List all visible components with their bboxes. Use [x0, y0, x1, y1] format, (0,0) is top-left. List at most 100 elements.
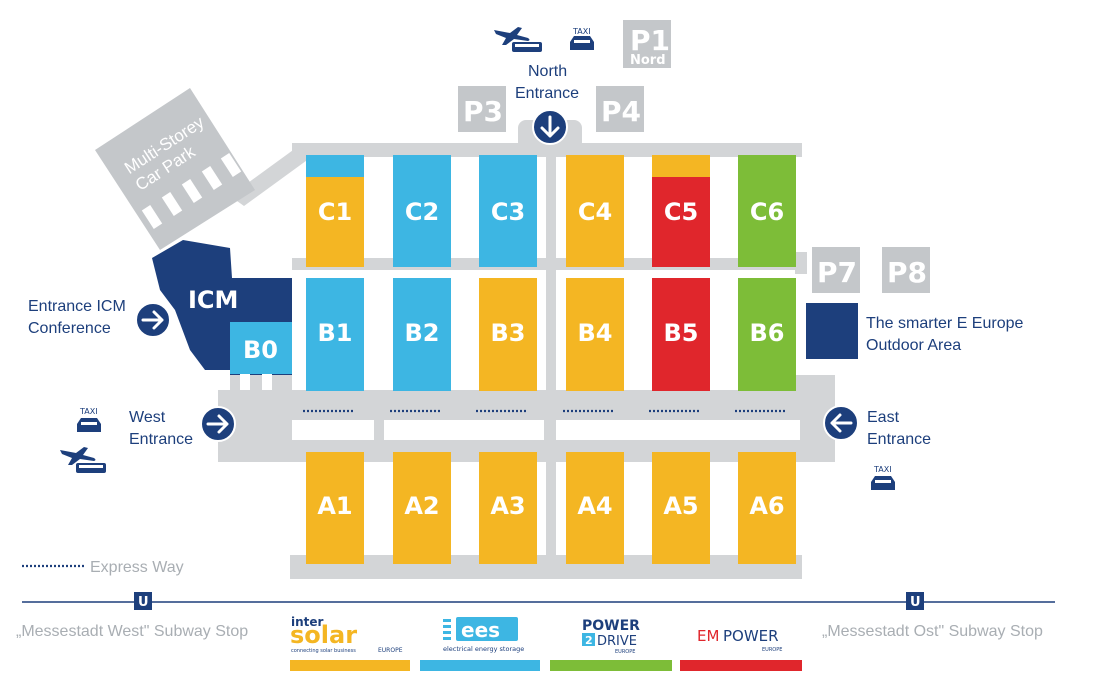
hall-B1[interactable]: B1: [306, 278, 364, 391]
parking-P7[interactable]: P7: [812, 247, 860, 293]
east-taxi-icon: TAXI: [871, 465, 895, 490]
outdoor-label-2: Outdoor Area: [866, 337, 961, 354]
hall-A2-block: [393, 452, 451, 564]
intersolar-bar: [290, 660, 410, 671]
svg-text:connecting solar business: connecting solar business: [291, 648, 356, 654]
hall-C2[interactable]: C2: [393, 155, 451, 267]
svg-text:Nord: Nord: [630, 53, 666, 68]
subway-east-label: „Messestadt Ost" Subway Stop: [822, 623, 1043, 640]
hall-C2-block: [393, 155, 451, 267]
hall-B5[interactable]: B5: [652, 278, 710, 391]
hall-B2-block: [393, 278, 451, 391]
parking-P1[interactable]: P1 Nord: [623, 20, 671, 68]
svg-text:P4: P4: [601, 95, 641, 128]
car-park: Multi-Storey Car Park: [95, 88, 255, 250]
parking-P8[interactable]: P8: [882, 247, 930, 293]
svg-text:TAXI: TAXI: [79, 407, 98, 416]
subway-line: U U „Messestadt West" Subway Stop „Messe…: [16, 592, 1055, 640]
outdoor-area[interactable]: The smarter E Europe Outdoor Area: [806, 303, 1024, 359]
east-connector: [795, 252, 807, 274]
hall-A1[interactable]: A1: [306, 452, 364, 564]
concourse-strip: [556, 420, 800, 440]
power2drive-logo: POWER 2 DRIVE EUROPE: [550, 618, 672, 671]
hall-C1[interactable]: C1: [306, 155, 364, 267]
hall-A3-block: [479, 452, 537, 564]
svg-text:ees: ees: [461, 618, 500, 642]
north-entrance[interactable]: North Entrance: [515, 63, 579, 145]
subway-west-icon[interactable]: U: [134, 592, 152, 610]
hall-B5-label: B5: [664, 319, 699, 347]
hall-B6[interactable]: B6: [738, 278, 796, 391]
subway-west-label: „Messestadt West" Subway Stop: [16, 623, 248, 640]
west-entrance[interactable]: West Entrance: [129, 406, 236, 448]
hall-C1-label: C1: [318, 198, 352, 226]
hall-B5-block: [652, 278, 710, 391]
hall-A3[interactable]: A3: [479, 452, 537, 564]
west-entrance-label-1: West: [129, 409, 166, 426]
icm-entrance-label-1: Entrance ICM: [28, 298, 126, 315]
hall-C3-block: [479, 155, 537, 267]
hall-C6[interactable]: C6: [738, 155, 796, 267]
icm-entrance[interactable]: Entrance ICM Conference: [28, 298, 171, 338]
subway-east-icon[interactable]: U: [906, 592, 924, 610]
hall-B2[interactable]: B2: [393, 278, 451, 391]
b0-gap: [262, 374, 272, 390]
concourse-inner: [292, 420, 800, 440]
hall-A5[interactable]: A5: [652, 452, 710, 564]
concourse-strip: [384, 420, 544, 440]
svg-text:U: U: [910, 595, 921, 610]
hall-B4-block: [566, 278, 624, 391]
intersolar-logo: inter solar connecting solar business EU…: [290, 615, 410, 671]
empower-bar: [680, 660, 802, 671]
hall-B3-label: B3: [491, 319, 526, 347]
svg-text:EUROPE: EUROPE: [762, 647, 782, 653]
hall-A5-label: A5: [663, 492, 698, 520]
east-stub: [795, 375, 835, 395]
west-plane-bus-icon: [60, 447, 106, 473]
hall-A4-block: [566, 452, 624, 564]
hall-A6[interactable]: A6: [738, 452, 796, 564]
hall-B3-block: [479, 278, 537, 391]
hall-A4[interactable]: A4: [566, 452, 624, 564]
hall-C3[interactable]: C3: [479, 155, 537, 267]
hall-C2-label: C2: [405, 198, 439, 226]
parking-signs: P1 Nord P3 P4 P7 P8: [458, 20, 930, 293]
svg-text:TAXI: TAXI: [873, 465, 892, 474]
hall-A2[interactable]: A2: [393, 452, 451, 564]
power2drive-bar: [550, 660, 672, 671]
outdoor-label-1: The smarter E Europe: [866, 315, 1024, 332]
icm-building: ICM B0: [152, 240, 292, 390]
hall-A2-label: A2: [404, 492, 439, 520]
west-entrance-label-2: Entrance: [129, 431, 193, 448]
icm-entrance-label-2: Conference: [28, 320, 111, 337]
svg-text:DRIVE: DRIVE: [597, 634, 637, 649]
hall-B3[interactable]: B3: [479, 278, 537, 391]
east-entrance-label-2: Entrance: [867, 431, 931, 448]
hall-A5-block: [652, 452, 710, 564]
concourse-strip: [292, 420, 374, 440]
empower-logo: EM POWER EUROPE: [680, 627, 802, 671]
hall-B1-label: B1: [318, 319, 353, 347]
hall-B6-label: B6: [750, 319, 785, 347]
svg-text:POWER: POWER: [723, 627, 779, 645]
svg-text:2: 2: [585, 634, 593, 647]
hall-B4[interactable]: B4: [566, 278, 624, 391]
svg-text:POWER: POWER: [582, 618, 640, 634]
hall-C4[interactable]: C4: [566, 155, 624, 267]
express-way-legend: Express Way: [22, 559, 184, 576]
car-park-ramps: [141, 153, 242, 229]
b0-gap: [240, 374, 250, 390]
west-taxi-icon: TAXI: [77, 407, 101, 432]
hall-B0[interactable]: [230, 322, 292, 374]
parking-P4[interactable]: P4: [596, 86, 644, 132]
east-entrance[interactable]: East Entrance: [823, 405, 931, 448]
svg-text:U: U: [138, 595, 149, 610]
icm-label: ICM: [188, 286, 238, 314]
outdoor-area-block: [806, 303, 858, 359]
hall-A1-label: A1: [317, 492, 352, 520]
hall-C6-block: [738, 155, 796, 267]
parking-P3[interactable]: P3: [458, 86, 506, 132]
hall-C5-label: C5: [664, 198, 698, 226]
hall-C5[interactable]: C5: [652, 155, 710, 267]
